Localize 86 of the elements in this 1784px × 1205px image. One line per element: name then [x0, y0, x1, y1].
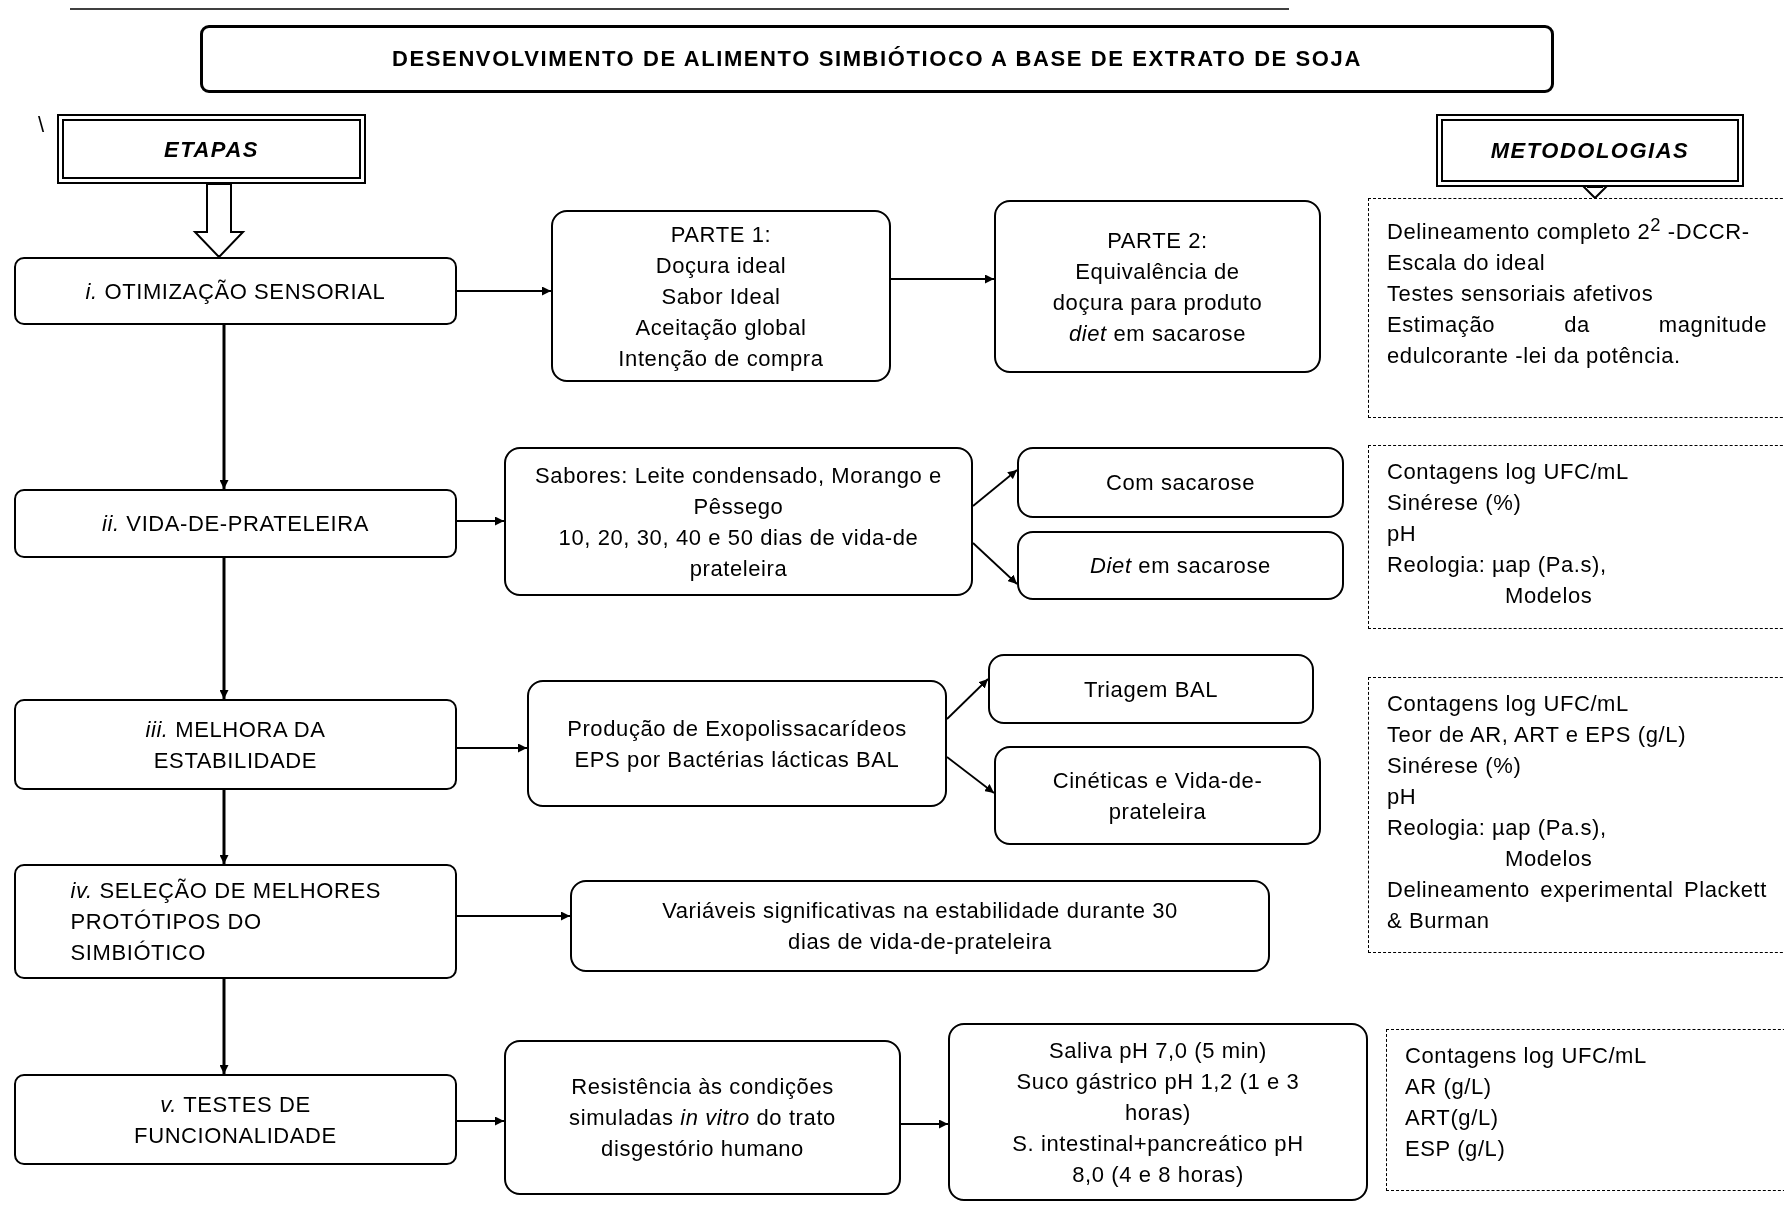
process-text: Resistência às condições simuladas in vitro do trato disgestório humano	[568, 1073, 837, 1163]
process-text: Aceitação global	[635, 313, 807, 342]
stage-label: iv. SELEÇÃO DE MELHORES PROTÓTIPOS DO SIMBIÓTICO	[70, 877, 382, 967]
process-text: Cinéticas e Vida-de-prateleira	[1051, 766, 1264, 826]
arrow	[456, 911, 571, 921]
arrow	[946, 756, 995, 794]
process-box	[570, 880, 1270, 972]
method-item: Estimação da magnitude edulcorante -lei da potência.	[1387, 311, 1767, 371]
arrow	[890, 274, 995, 284]
arrow	[972, 542, 1018, 585]
method-panel	[1368, 677, 1784, 953]
process-text: PARTE 1:	[670, 220, 772, 249]
process-text: Suco gástrico pH 1,2 (1 e 3 horas)	[1015, 1067, 1301, 1127]
process-box	[994, 746, 1321, 845]
arrow	[900, 1119, 949, 1129]
arrow	[456, 286, 552, 296]
process-text: Variáveis significativas na estabilidade durante 30 dias de vida-de-prateleira	[661, 897, 1179, 956]
heading-box	[1436, 114, 1744, 187]
method-item: Escala do ideal	[1387, 249, 1547, 278]
method-item: Modelos	[1504, 582, 1594, 610]
stage-label: iii. MELHORA DA ESTABILIDADE	[144, 715, 327, 775]
method-item: Delineamento completo 2$^{2}$ -DCCR-	[1387, 213, 1751, 247]
process-text: Saliva pH 7,0 (5 min)	[1048, 1036, 1268, 1065]
process-box	[1017, 531, 1344, 600]
stage-box	[14, 864, 457, 979]
method-item: pH	[1387, 520, 1418, 548]
process-text: Com sacarose	[1106, 469, 1255, 497]
stage-box	[14, 699, 457, 790]
stage-label: v. TESTES DE FUNCIONALIDADE	[133, 1090, 338, 1150]
stage-label: ii. VIDA-DE-PRATELEIRA	[101, 510, 370, 538]
process-text: Produção de Exopolissacarídeos EPS por Bactérias lácticas BAL	[566, 714, 908, 774]
process-text: Sabor Ideal	[661, 282, 781, 311]
method-item: pH	[1387, 783, 1418, 811]
process-box	[504, 447, 973, 596]
method-item: Contagens log UFC/mL	[1387, 458, 1630, 486]
process-box	[551, 210, 891, 382]
stage-box	[14, 489, 457, 558]
method-panel	[1368, 445, 1784, 629]
process-box	[504, 1040, 901, 1195]
arrow	[219, 558, 229, 699]
method-panel	[1368, 198, 1784, 418]
process-text: 10, 20, 30, 40 e 50 dias de vida-de prateleira	[557, 523, 920, 583]
arrow	[219, 325, 229, 489]
method-item: Modelos	[1504, 845, 1594, 873]
process-box	[948, 1023, 1368, 1201]
arrow	[972, 469, 1018, 507]
diagram-title: DESENVOLVIMENTO DE ALIMENTO SIMBIÓTIOCO A BASE DE EXTRATO DE SOJA	[200, 25, 1554, 93]
arrow	[456, 516, 505, 526]
process-box	[1017, 447, 1344, 518]
process-text: Sabores: Leite condensado, Morango e Pêssego	[534, 461, 943, 521]
process-text: Equivalência de doçura para produto diet em sacarose	[1051, 257, 1264, 348]
method-panel	[1386, 1029, 1784, 1191]
process-text: Doçura ideal	[655, 251, 787, 280]
stage-label: i. OTIMIZAÇÃO SENSORIAL	[85, 277, 386, 306]
method-item: Contagens log UFC/mL	[1405, 1042, 1648, 1070]
stray-mark: \	[38, 112, 45, 138]
process-box	[994, 200, 1321, 373]
process-text: Triagem BAL	[1083, 675, 1219, 704]
method-item: Delineamento experimental Plackett & Burman	[1387, 876, 1767, 935]
stage-box	[14, 1074, 457, 1165]
process-text: Intenção de compra	[618, 344, 824, 373]
heading-text: ETAPAS	[164, 135, 259, 164]
process-box	[527, 680, 947, 807]
method-item: ART(g/L)	[1405, 1104, 1500, 1132]
arrow	[946, 678, 989, 720]
heading-text: METODOLOGIAS	[1490, 137, 1690, 165]
arrow	[456, 743, 528, 753]
method-item: Sinérese (%)	[1387, 752, 1523, 780]
arrow	[219, 790, 229, 864]
method-item: ESP (g/L)	[1405, 1135, 1507, 1163]
method-item: Sinérese (%)	[1387, 489, 1523, 517]
arrow	[219, 979, 229, 1074]
process-box	[988, 654, 1314, 724]
method-item: Reologia: µap (Pa.s),	[1387, 814, 1608, 842]
process-text: Diet em sacarose	[1090, 552, 1271, 580]
stage-box	[14, 257, 457, 325]
arrow	[456, 1116, 505, 1126]
process-text: S. intestinal+pancreático pH 8,0 (4 e 8 horas)	[1011, 1129, 1305, 1189]
block-arrow	[192, 183, 246, 259]
method-item: Testes sensoriais afetivos	[1387, 280, 1655, 309]
process-text: PARTE 2:	[1106, 226, 1209, 255]
method-item: Teor de AR, ART e EPS (g/L)	[1387, 721, 1688, 749]
method-item: Reologia: µap (Pa.s),	[1387, 551, 1608, 579]
method-item: AR (g/L)	[1405, 1073, 1493, 1101]
method-item: Contagens log UFC/mL	[1387, 690, 1630, 718]
heading-box	[57, 114, 366, 184]
